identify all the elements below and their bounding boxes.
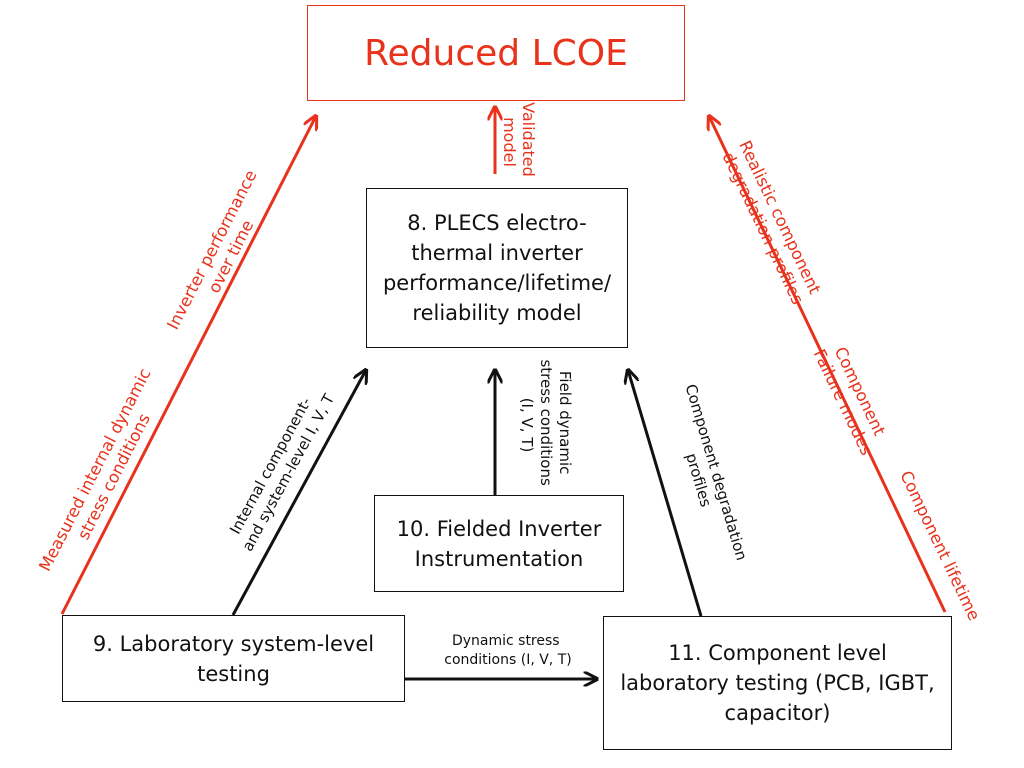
arrow-component-to-lcoe [709, 116, 947, 613]
plecs-model-box: 8. PLECS electro- thermal inverter perfo… [366, 188, 628, 348]
component-testing-line-2: laboratory testing (PCB, IGBT, [620, 671, 935, 695]
arrow-component-to-model [628, 370, 703, 617]
arrow-lab-to-model [231, 370, 366, 616]
label-dynamic-stress: Dynamic stress conditions (I, V, T) [444, 633, 571, 668]
label-failure-modes: Component Failure modes [810, 338, 895, 459]
component-testing-line-1: 11. Component level [668, 641, 887, 665]
plecs-model-line-3: performance/lifetime/ [382, 271, 612, 295]
label-field-dynamic: Field dynamic stress conditions (I, V, T… [518, 359, 574, 490]
fielded-inverter-box: 10. Fielded Inverter Instrumentation [374, 495, 624, 592]
arrow-lab-to-lcoe [60, 116, 316, 615]
plecs-model-line-2: thermal inverter [411, 241, 583, 265]
fielded-inverter-line-1: 10. Fielded Inverter [396, 516, 602, 541]
component-testing-line-3: capacitor) [724, 701, 831, 725]
label-inverter-performance: Inverter performance over time [163, 162, 280, 341]
label-validated-model: Validated model [500, 102, 538, 182]
label-realistic-degradation: Realistic component degradation profiles [717, 138, 827, 311]
lab-system-line-1: 9. Laboratory system-level [92, 631, 375, 656]
plecs-model-line-4: reliability model [412, 301, 582, 325]
fielded-inverter-line-2: Instrumentation [414, 546, 584, 571]
plecs-model-line-1: 8. PLECS electro- [407, 211, 587, 235]
lab-system-box: 9. Laboratory system-level testing [62, 615, 405, 702]
label-component-degradation: Component degradation profiles [663, 382, 752, 572]
component-testing-box: 11. Component level laboratory testing (… [603, 616, 952, 750]
label-measured-internal: Measured internal dynamic stress conditi… [35, 361, 175, 584]
reduced-lcoe-box: Reduced LCOE [307, 5, 685, 101]
reduced-lcoe-label: Reduced LCOE [364, 32, 628, 74]
lab-system-line-2: testing [197, 661, 270, 686]
